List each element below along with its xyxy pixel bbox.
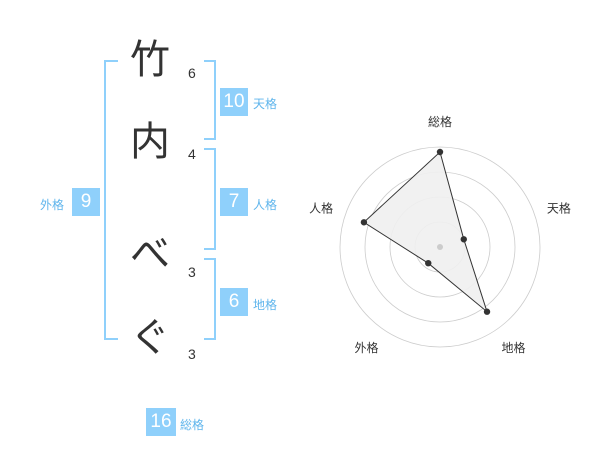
radar-point-2 <box>460 236 467 243</box>
jinkaku-label: 人格 <box>253 198 278 212</box>
radar-polygon <box>363 151 488 314</box>
name-char-1: 竹 <box>130 37 170 83</box>
name-char-4: ぐ <box>130 315 170 361</box>
gaikaku-label: 外格 <box>40 198 65 212</box>
tenkaku-label: 天格 <box>253 97 278 111</box>
radar-axis-label: 総格 <box>428 114 452 129</box>
radar-point-1 <box>436 148 444 156</box>
jinkaku-value: 7 <box>220 188 248 216</box>
soukaku-value: 16 <box>146 408 176 436</box>
soukaku-label: 総格 <box>180 418 205 432</box>
chikaku-value: 6 <box>220 288 248 316</box>
stroke-count-4: 3 <box>188 346 196 362</box>
radar-ring <box>339 146 541 348</box>
stroke-count-2: 4 <box>188 146 196 162</box>
radar-axis-label: 人格 <box>309 200 333 215</box>
radar-point-5 <box>360 219 368 226</box>
radar-center <box>437 244 443 250</box>
stroke-count-3: 3 <box>188 264 196 280</box>
radar-point-4 <box>425 259 432 267</box>
radar-point-3 <box>483 308 491 315</box>
tenkaku-value: 10 <box>220 88 248 116</box>
name-char-2: 内 <box>130 119 170 165</box>
radar-axis-label: 外格 <box>354 340 378 355</box>
stroke-count-1: 6 <box>188 65 196 81</box>
chikaku-label: 地格 <box>253 298 278 312</box>
gaikaku-value: 9 <box>72 188 100 216</box>
radar-axis-label: 地格 <box>501 340 525 355</box>
radar-axis-label: 天格 <box>547 200 571 215</box>
name-char-3: べ <box>130 231 170 277</box>
